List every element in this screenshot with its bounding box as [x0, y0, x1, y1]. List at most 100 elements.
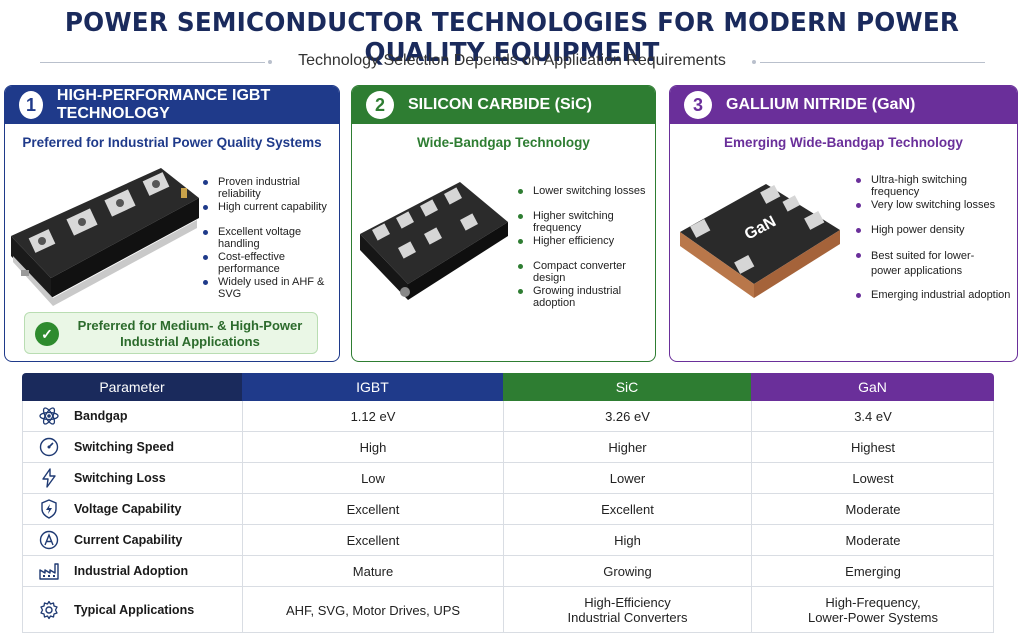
igbt-module-image — [11, 168, 199, 306]
badge-text: Preferred for Medium- & High-Power Indus… — [77, 318, 303, 349]
header-parameter: Parameter — [22, 373, 242, 401]
list-item: Excellent voltage handling — [203, 226, 339, 251]
sic-cell: Lower — [503, 463, 751, 493]
header-gan: GaN — [751, 373, 994, 401]
list-item: Lower switching losses — [518, 185, 655, 210]
table-row: Bandgap 1.12 eV 3.26 eV 3.4 eV — [22, 401, 994, 432]
table-frame — [22, 401, 994, 633]
igbt-bullet-list: Proven industrial reliability High curre… — [203, 176, 339, 301]
bullet-dot — [856, 203, 861, 208]
sic-card-title: SILICON CARBIDE (SiC) — [408, 96, 592, 113]
list-item: Ultra-high switching frequency — [856, 174, 1017, 199]
igbt-cell: AHF, SVG, Motor Drives, UPS — [242, 587, 503, 633]
page-title: POWER SEMICONDUCTOR TECHNOLOGIES FOR MOD… — [64, 8, 960, 68]
igbt-cell: Low — [242, 463, 503, 493]
gan-card: 3 GALLIUM NITRIDE (GaN) Emerging Wide-Ba… — [669, 85, 1018, 362]
check-circle-icon: ✓ — [35, 322, 59, 346]
param-cell: Industrial Adoption — [22, 556, 242, 586]
table-row: Switching Speed High Higher Highest — [22, 432, 994, 463]
igbt-recommendation-badge: ✓ Preferred for Medium- & High-Power Ind… — [24, 312, 318, 354]
bullet-dot — [518, 264, 523, 269]
bullet-dot — [518, 214, 523, 219]
table-row: Current Capability Excellent High Modera… — [22, 525, 994, 556]
bullet-dot — [203, 255, 208, 260]
bullet-dot — [856, 293, 861, 298]
igbt-cell: 1.12 eV — [242, 401, 503, 431]
param-cell: Typical Applications — [22, 587, 242, 633]
param-cell: Bandgap — [22, 401, 242, 431]
bullet-dot — [856, 253, 861, 258]
igbt-cell: High — [242, 432, 503, 462]
param-cell: Voltage Capability — [22, 494, 242, 524]
table-row: Typical Applications AHF, SVG, Motor Dri… — [22, 587, 994, 633]
bullet-dot — [203, 205, 208, 210]
igbt-card-header: 1 HIGH-PERFORMANCE IGBT TECHNOLOGY — [5, 86, 339, 124]
gan-card-subtitle: Emerging Wide-Bandgap Technology — [724, 135, 963, 150]
bullet-dot — [856, 178, 861, 183]
gan-card-header: 3 GALLIUM NITRIDE (GaN) — [670, 86, 1017, 124]
sic-number-badge: 2 — [366, 91, 394, 119]
bullet-dot — [203, 280, 208, 285]
sic-cell: Growing — [503, 556, 751, 586]
table-row: Voltage Capability Excellent Excellent M… — [22, 494, 994, 525]
table-header: Parameter IGBT SiC GaN — [22, 373, 994, 401]
gan-cell: Moderate — [751, 494, 994, 524]
list-item: Widely used in AHF & SVG — [203, 276, 339, 301]
param-cell: Switching Loss — [22, 463, 242, 493]
igbt-cell: Excellent — [242, 494, 503, 524]
sic-cell: High — [503, 525, 751, 555]
divider-dot-right — [752, 60, 756, 64]
gan-cell: Highest — [751, 432, 994, 462]
gan-cell: High-Frequency, Lower-Power Systems — [751, 587, 994, 633]
divider-dot-left — [268, 60, 272, 64]
sic-cell: Higher — [503, 432, 751, 462]
list-item: Emerging industrial adoption — [856, 289, 1017, 314]
igbt-card: 1 HIGH-PERFORMANCE IGBT TECHNOLOGY Prefe… — [4, 85, 340, 362]
gan-card-title: GALLIUM NITRIDE (GaN) — [726, 96, 916, 113]
gan-bullet-list: Ultra-high switching frequency Very low … — [856, 174, 1017, 314]
divider-right — [760, 62, 985, 63]
gear-icon — [38, 599, 60, 621]
gan-number-badge: 3 — [684, 91, 712, 119]
list-item: Proven industrial reliability — [203, 176, 339, 201]
gan-module-image: GaN — [680, 184, 840, 298]
sic-card: 2 SILICON CARBIDE (SiC) Wide-Bandgap Tec… — [351, 85, 656, 362]
list-item: High power density — [856, 224, 1017, 249]
table-row: Switching Loss Low Lower Lowest — [22, 463, 994, 494]
sic-cell: High-Efficiency Industrial Converters — [503, 587, 751, 633]
bullet-dot — [203, 180, 208, 185]
header-sic: SiC — [503, 373, 751, 401]
bullet-dot — [856, 228, 861, 233]
list-item: Very low switching losses — [856, 199, 1017, 224]
bullet-dot — [518, 289, 523, 294]
igbt-cell: Excellent — [242, 525, 503, 555]
speedometer-icon — [38, 436, 60, 458]
subtitle-row: Technology Selection Depends on Applicat… — [0, 52, 1024, 72]
factory-icon — [38, 560, 60, 582]
list-item: Higher switching frequency — [518, 210, 655, 235]
sic-cell: 3.26 eV — [503, 401, 751, 431]
header-igbt: IGBT — [242, 373, 503, 401]
list-item: Higher efficiency — [518, 235, 655, 260]
bullet-dot — [518, 189, 523, 194]
param-cell: Current Capability — [22, 525, 242, 555]
ampere-icon — [38, 529, 60, 551]
sic-card-header: 2 SILICON CARBIDE (SiC) — [352, 86, 655, 124]
igbt-cell: Mature — [242, 556, 503, 586]
sic-cell: Excellent — [503, 494, 751, 524]
gan-cell: 3.4 eV — [751, 401, 994, 431]
sic-module-image — [360, 182, 508, 300]
page-subtitle: Technology Selection Depends on Applicat… — [298, 52, 726, 69]
list-item: Cost-effective performance — [203, 251, 339, 276]
gan-cell: Lowest — [751, 463, 994, 493]
atom-icon — [38, 405, 60, 427]
igbt-number-badge: 1 — [19, 91, 43, 119]
sic-bullet-list: Lower switching losses Higher switching … — [518, 185, 655, 310]
bullet-dot — [203, 230, 208, 235]
param-cell: Switching Speed — [22, 432, 242, 462]
gan-cell: Emerging — [751, 556, 994, 586]
table-row: Industrial Adoption Mature Growing Emerg… — [22, 556, 994, 587]
divider-left — [40, 62, 265, 63]
gan-cell: Moderate — [751, 525, 994, 555]
list-item: Compact converter design — [518, 260, 655, 285]
